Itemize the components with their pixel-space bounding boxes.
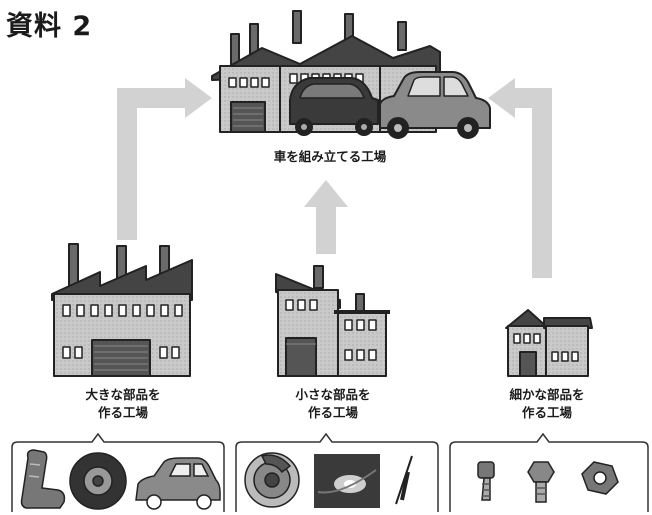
large-parts-factory-icon <box>51 243 193 377</box>
fine-factory-label-line1: 細かな部品を <box>509 387 585 402</box>
large-factory-label-line1: 大きな部品を <box>85 387 161 402</box>
hex-bolt-icon <box>527 461 555 503</box>
fine-parts-factory-icon <box>505 309 593 377</box>
wiper-icon <box>395 455 413 505</box>
large-factory-label-line2: 作る工場 <box>97 405 148 420</box>
arrow-center-to-main <box>304 180 348 254</box>
flow-arrows <box>117 78 552 278</box>
arrow-right-to-main <box>488 78 552 278</box>
car-body-icon <box>135 457 221 510</box>
arrow-left-to-main <box>117 78 212 240</box>
fine-factory-label: 細かな部品を 作る工場 <box>472 386 622 422</box>
large-factory-label: 大きな部品を 作る工場 <box>48 386 198 422</box>
nut-icon <box>581 461 619 495</box>
small-factory-label-line2: 作る工場 <box>307 405 358 420</box>
main-factory-label: 車を組み立てる工場 <box>273 149 387 164</box>
car-seat-icon <box>20 449 66 509</box>
parts-box-fine <box>449 432 649 512</box>
small-parts-factory-icon <box>275 265 390 377</box>
tire-icon <box>69 452 127 510</box>
page-title: 資料 2 <box>6 11 93 42</box>
small-factory-label: 小さな部品を 作る工場 <box>258 386 408 422</box>
parts-box-small <box>235 432 439 512</box>
brake-disc-icon <box>244 452 300 508</box>
car-assembly-factory-icon <box>211 10 491 139</box>
bolt-icon <box>477 461 495 501</box>
fine-factory-label-line2: 作る工場 <box>521 405 572 420</box>
small-factory-label-line1: 小さな部品を <box>295 387 371 402</box>
headlight-icon <box>314 454 380 508</box>
parts-box-large <box>11 432 225 512</box>
